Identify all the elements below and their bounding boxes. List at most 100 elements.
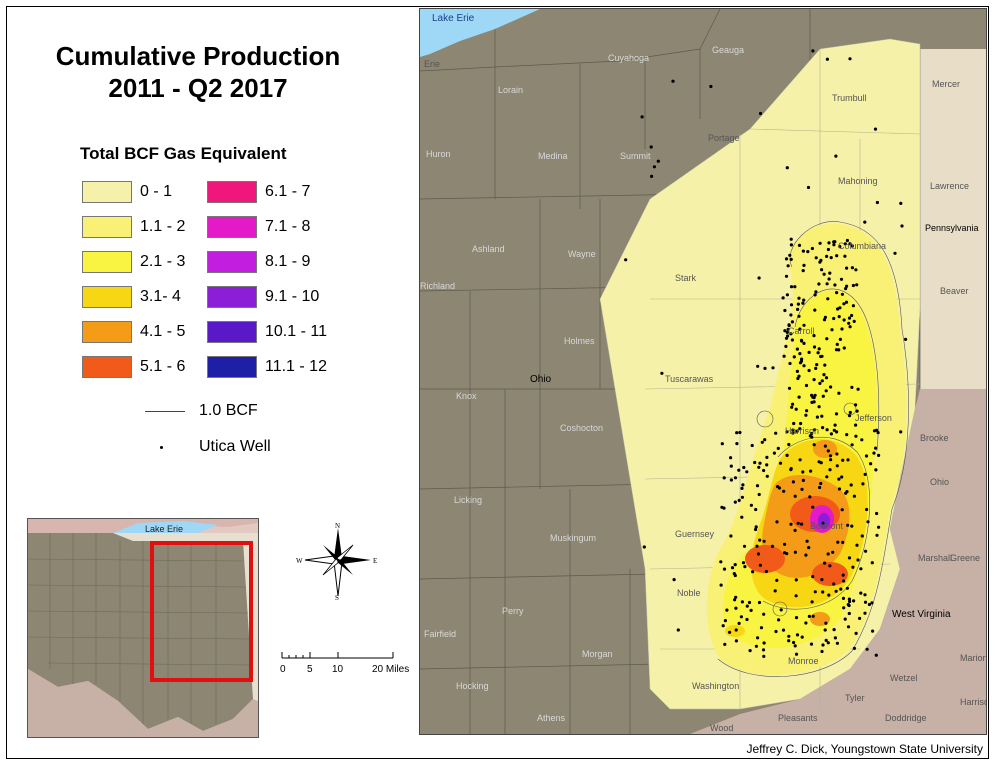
utica-well-point xyxy=(734,606,738,610)
utica-well-point xyxy=(796,307,800,311)
utica-well-point xyxy=(840,292,844,296)
utica-well-point xyxy=(804,553,808,557)
utica-well-point xyxy=(777,486,782,490)
utica-well-point xyxy=(854,268,858,272)
utica-well-point xyxy=(732,572,736,576)
contour-key-label: 1.0 BCF xyxy=(199,402,258,419)
county-label-jefferson: Jefferson xyxy=(855,413,892,423)
utica-well-point xyxy=(799,359,804,363)
utica-well-point xyxy=(818,485,822,490)
legend-class-row: 5.1 - 6 xyxy=(82,355,185,379)
utica-well-point xyxy=(848,410,852,415)
utica-well-point xyxy=(863,611,867,615)
utica-well-point xyxy=(825,282,829,286)
utica-well-point xyxy=(873,127,878,131)
utica-well-point xyxy=(838,337,842,341)
utica-well-point xyxy=(721,624,725,628)
utica-well-point xyxy=(835,452,839,456)
title-line-1: Cumulative Production xyxy=(55,41,341,71)
utica-well-point xyxy=(709,84,713,89)
utica-well-point xyxy=(823,363,827,367)
utica-well-point xyxy=(753,460,757,465)
utica-well-point xyxy=(877,453,881,457)
county-label-tuscarawas: Tuscarawas xyxy=(665,374,714,384)
legend-class-row: 6.1 - 7 xyxy=(207,180,310,204)
utica-well-point xyxy=(819,258,823,262)
legend-class-label: 2.1 - 3 xyxy=(140,253,186,270)
utica-well-point xyxy=(808,434,812,438)
utica-well-point xyxy=(827,593,831,597)
utica-well-point xyxy=(826,297,830,301)
utica-well-point xyxy=(735,431,739,435)
utica-well-point xyxy=(851,304,855,308)
utica-well-point xyxy=(810,400,814,404)
utica-well-point xyxy=(820,268,824,272)
utica-well-point xyxy=(865,507,869,512)
utica-well-point xyxy=(719,560,723,564)
utica-well-point xyxy=(756,636,760,640)
utica-well-point xyxy=(793,285,797,289)
utica-well-point xyxy=(729,464,733,468)
county-label-trumbull: Trumbull xyxy=(832,93,867,103)
utica-well-point xyxy=(832,628,836,632)
utica-well-point xyxy=(807,368,811,373)
utica-well-point xyxy=(762,612,766,616)
utica-well-point xyxy=(850,443,854,447)
south-label: S xyxy=(335,594,339,600)
utica-well-point xyxy=(864,549,868,553)
utica-well-point xyxy=(872,451,876,455)
title-line-2: 2011 - Q2 2017 xyxy=(108,73,288,103)
utica-well-point xyxy=(755,544,759,548)
utica-well-point xyxy=(817,282,821,286)
utica-well-point xyxy=(825,337,829,341)
utica-well-point xyxy=(876,431,880,435)
utica-well-point xyxy=(838,244,842,249)
utica-well-point xyxy=(798,458,802,462)
utica-well-point xyxy=(725,608,729,612)
legend-class-row: 11.1 - 12 xyxy=(207,355,327,379)
utica-well-point xyxy=(794,616,799,620)
utica-well-point xyxy=(791,428,795,432)
utica-well-point xyxy=(762,468,766,473)
legend-class-label: 11.1 - 12 xyxy=(265,358,327,375)
utica-well-point xyxy=(821,426,825,430)
compass-rose-icon: N S E W xyxy=(296,522,377,602)
utica-well-point xyxy=(720,505,724,509)
utica-well-point xyxy=(790,338,794,342)
utica-well-point xyxy=(742,544,747,548)
utica-well-point xyxy=(771,366,775,370)
county-label-greene: Greene xyxy=(950,553,980,563)
county-label-erie: Erie xyxy=(424,59,440,69)
utica-well-point xyxy=(801,249,805,253)
utica-well-point xyxy=(737,468,741,472)
utica-well-point xyxy=(828,564,832,568)
utica-well-point xyxy=(672,578,676,582)
utica-well-point xyxy=(765,455,769,459)
utica-well-point xyxy=(740,486,744,490)
utica-well-point xyxy=(741,483,745,487)
utica-well-point xyxy=(841,573,845,577)
utica-well-point xyxy=(755,484,760,488)
utica-well-point xyxy=(788,361,792,366)
utica-well-point xyxy=(838,306,842,310)
county-label-perry: Perry xyxy=(502,606,524,616)
utica-well-point xyxy=(817,405,821,409)
utica-well-point xyxy=(734,639,738,643)
utica-well-point xyxy=(835,291,839,295)
utica-well-point xyxy=(821,590,825,594)
county-label-carroll: Carroll xyxy=(788,326,815,336)
legend-class-label: 3.1- 4 xyxy=(140,288,181,305)
utica-well-point xyxy=(787,442,791,447)
utica-well-point xyxy=(825,254,829,258)
county-label-stark: Stark xyxy=(675,273,697,283)
utica-well-point xyxy=(793,550,797,554)
utica-well-point xyxy=(850,313,854,318)
utica-well-point xyxy=(748,649,752,653)
utica-well-point xyxy=(790,405,794,409)
utica-well-point xyxy=(802,323,806,327)
utica-well-point xyxy=(811,575,815,579)
utica-well-point xyxy=(900,224,904,228)
utica-well-point xyxy=(834,348,839,352)
utica-well-point xyxy=(812,378,816,382)
utica-well-point xyxy=(837,477,841,481)
